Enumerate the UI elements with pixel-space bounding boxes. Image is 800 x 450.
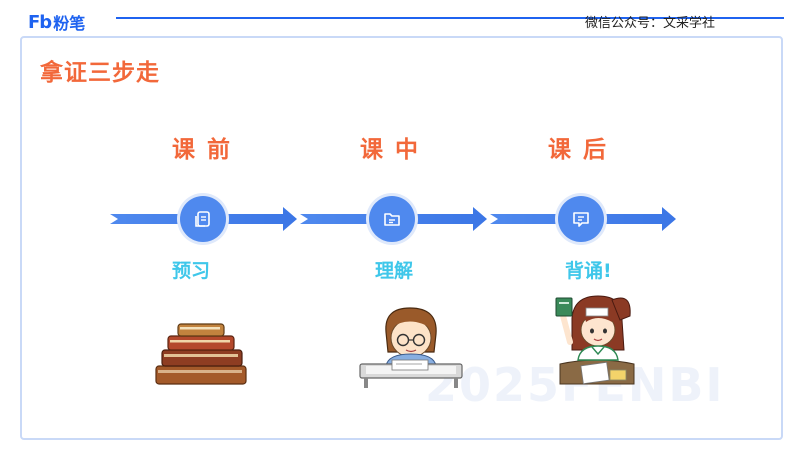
page-title: 拿证三步走 xyxy=(40,60,160,86)
action-label-understand: 理解 xyxy=(375,260,414,282)
chat-bubble-icon xyxy=(573,212,589,227)
stage-label-during: 课中 xyxy=(360,137,430,163)
logo-mark: Fb xyxy=(28,11,52,33)
stage-label-before: 课前 xyxy=(172,137,242,163)
books-illustration xyxy=(155,323,247,385)
wechat-account: 微信公众号：文采学社 xyxy=(585,16,716,31)
action-label-preview: 预习 xyxy=(172,260,211,282)
brand-logo: Fb 粉笔 xyxy=(28,10,85,34)
action-label-recite: 背诵! xyxy=(565,260,612,282)
logo-name: 粉笔 xyxy=(53,14,86,33)
stage-label-after: 课后 xyxy=(548,137,618,163)
student-illustration xyxy=(359,307,463,388)
step-node-during xyxy=(369,196,415,242)
reciting-girl-illustration xyxy=(555,295,635,385)
header-rule xyxy=(116,17,784,19)
step-node-after xyxy=(558,196,604,242)
folder-icon xyxy=(384,213,400,226)
step-node-before xyxy=(180,196,226,242)
document-icon xyxy=(195,211,210,227)
